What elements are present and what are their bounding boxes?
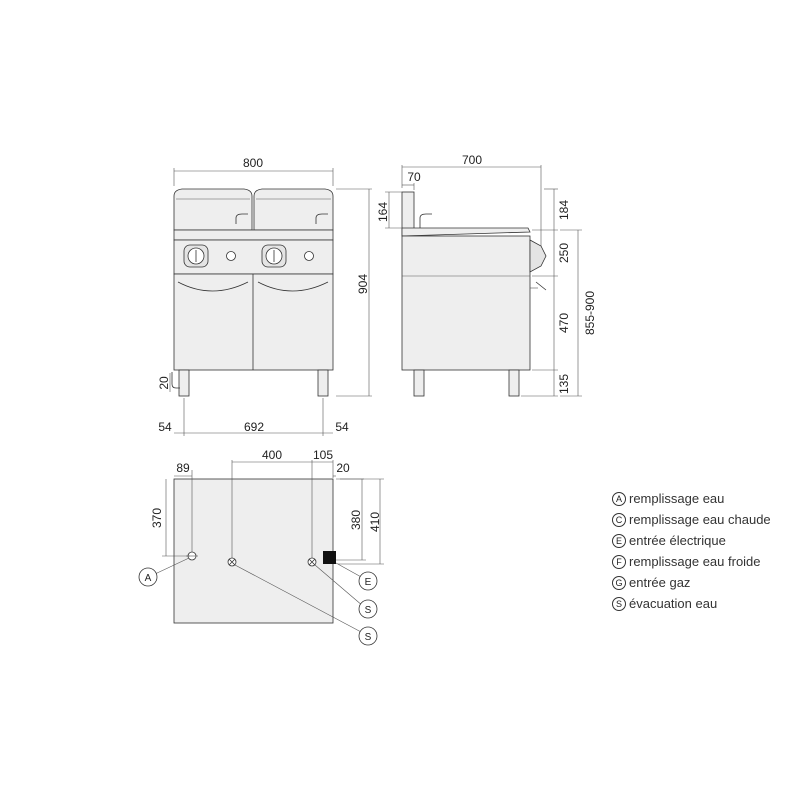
legend-letter: C [612, 512, 626, 527]
callout-e-label: E [365, 577, 372, 588]
legend-label: évacuation eau [629, 596, 718, 611]
dim-right-offset: 54 [335, 420, 349, 434]
dim-leg-span: 692 [244, 420, 264, 434]
plan-view: 89 400 105 20 370 380 410 A E [138, 448, 384, 646]
legend-label: entrée gaz [629, 575, 691, 590]
door-handle-right [257, 281, 329, 292]
side-body [401, 235, 531, 371]
front-leg-right [317, 369, 329, 397]
dim-splash-right: 184 [557, 200, 571, 220]
dim-cabinet-height: 470 [557, 313, 571, 333]
dim-front-height: 904 [356, 274, 370, 294]
dim-leg-height: 135 [557, 374, 571, 394]
dim-front-width: 800 [243, 156, 263, 170]
dim-splash-left: 164 [376, 202, 390, 222]
legend-label: remplissage eau froide [629, 554, 761, 569]
dim-panel-height: 250 [557, 243, 571, 263]
dim-side-gap: 20 [336, 461, 350, 475]
side-leg-back [413, 369, 425, 397]
front-view: 800 904 20 54 692 54 [157, 156, 372, 436]
faucet-icon [315, 213, 328, 224]
dim-s-offset: 105 [313, 448, 333, 462]
dim-left-offset: 54 [158, 420, 172, 434]
callout-e [358, 571, 378, 591]
callout-s-label: S [365, 605, 372, 616]
front-leg-left [178, 369, 190, 397]
legend-label: remplissage eau [629, 491, 725, 506]
front-basin-right [253, 188, 334, 231]
front-rim [173, 229, 334, 241]
dim-s-spacing: 400 [262, 448, 282, 462]
callout-s [358, 626, 378, 646]
legend-label: entrée électrique [629, 533, 726, 548]
drain-pipe-icon [171, 372, 180, 389]
dim-a-offset: 89 [176, 461, 190, 475]
connection-e-icon [323, 551, 336, 564]
callout-s-label: S [365, 632, 372, 643]
dim-s-depth: 380 [349, 510, 363, 530]
plan-outline [173, 478, 334, 624]
faucet-icon [235, 213, 248, 224]
legend-letter: F [612, 554, 626, 569]
front-cabinet [173, 273, 334, 371]
pilot-light-icon [226, 251, 236, 261]
side-leg-front [508, 369, 520, 397]
legend-letter: S [612, 596, 626, 611]
dim-foot-height: 20 [157, 376, 171, 390]
callout-s [358, 599, 378, 619]
side-view: 700 70 164 184 250 470 135 855-900 [376, 153, 597, 397]
dim-total-height: 855-900 [583, 291, 597, 335]
legend-letter: G [612, 575, 626, 590]
legend-label: remplissage eau chaude [629, 512, 771, 527]
door-handle-left [177, 281, 249, 292]
side-top-deck [401, 227, 531, 237]
callout-a-label: A [145, 573, 152, 584]
faucet-icon [419, 213, 432, 230]
dim-a-depth: 370 [150, 508, 164, 528]
dim-top-offset: 70 [407, 170, 421, 184]
pilot-light-icon [304, 251, 314, 261]
legend-letter: A [612, 491, 626, 506]
front-basin-left [173, 188, 253, 231]
dim-side-depth: 700 [462, 153, 482, 167]
legend-letter: E [612, 533, 626, 548]
dim-e-depth: 410 [368, 512, 382, 532]
callout-a [138, 567, 158, 587]
side-control-knob [529, 239, 547, 273]
